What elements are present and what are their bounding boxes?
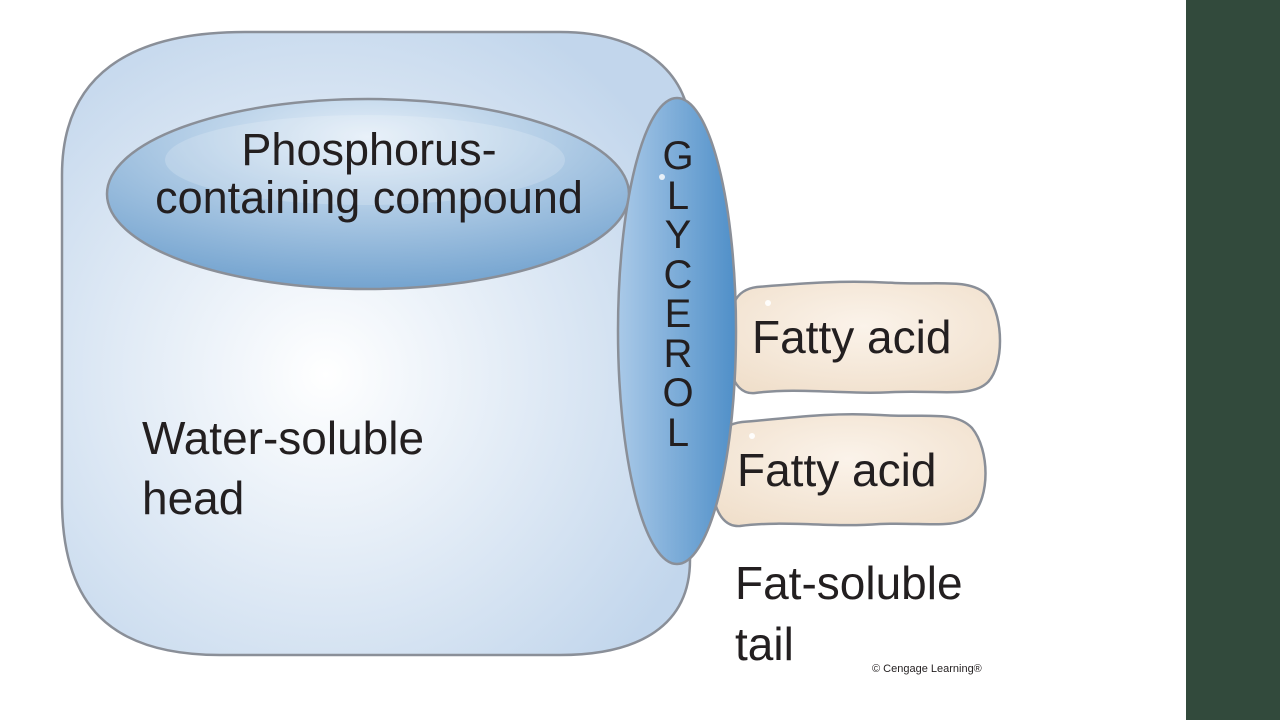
glycerol-highlight-dot: [659, 174, 665, 180]
water-soluble-head-label: Water-soluble head: [142, 409, 424, 529]
glycerol-letter: L: [666, 173, 690, 218]
water-soluble-label-line1: Water-soluble: [142, 412, 425, 464]
glycerol-label: G L Y C E R O L: [650, 134, 706, 455]
glycerol-letter: L: [666, 410, 690, 455]
right-side-bar: [1186, 0, 1280, 720]
glycerol-ellipse: [616, 96, 738, 566]
fatty-acid-2-label: Fatty acid: [737, 444, 937, 496]
phosphorus-compound-label: Phosphorus- containing compound: [114, 124, 624, 224]
glycerol-letter: O: [662, 371, 694, 415]
phosphorus-highlight: [165, 115, 565, 205]
glycerol-letter: E: [664, 292, 692, 336]
glycerol-letter: Y: [664, 213, 692, 257]
glycerol-letter: R: [663, 331, 693, 376]
fat-soluble-label-line1: Fat-soluble: [735, 557, 963, 609]
fat-soluble-label-line2: tail: [735, 618, 794, 671]
water-soluble-label-line2: head: [142, 471, 245, 524]
fatty-acid-1-highlight-dot: [765, 300, 771, 306]
copyright-credit: © Cengage Learning®: [872, 663, 982, 675]
fat-soluble-tail-label: Fat-soluble tail: [735, 553, 963, 675]
glycerol-letter: C: [663, 252, 693, 297]
phosphorus-label-line2: containing compound: [155, 172, 583, 224]
fatty-acid-1-label: Fatty acid: [752, 311, 952, 363]
fatty-acid-2-highlight-dot: [749, 433, 755, 439]
glycerol-letter: G: [662, 134, 694, 178]
phosphorus-label-line1: Phosphorus-: [241, 124, 497, 175]
